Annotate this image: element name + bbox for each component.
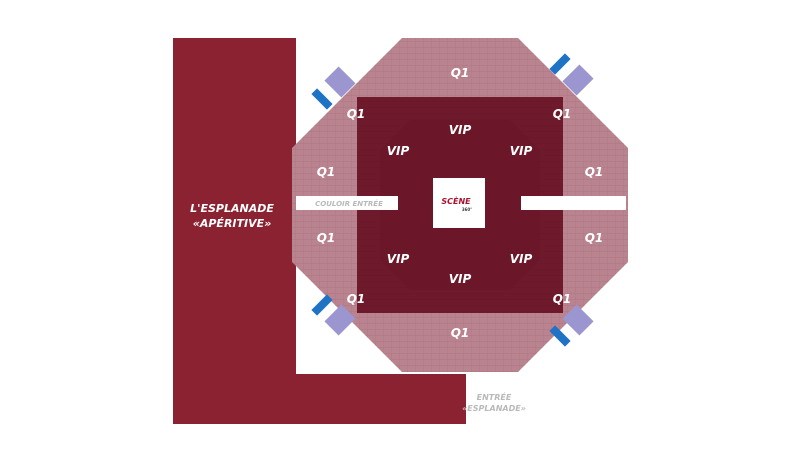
q1-label-top-right: Q1 (553, 107, 572, 121)
corridor-left (296, 196, 398, 210)
q1-label-bottom: Q1 (451, 326, 470, 340)
esplanade-label-line2: «APÉRITIVE» (193, 217, 272, 230)
vip-label-right-lower: VIP (510, 252, 533, 266)
vip-label-bottom: VIP (449, 272, 472, 286)
access-top-left[interactable] (311, 66, 356, 110)
q1-label-left-lower: Q1 (317, 231, 336, 245)
access-bottom-right[interactable] (549, 304, 594, 347)
entrance-label-line2: «ESPLANADE» (462, 404, 526, 413)
vip-label-top: VIP (449, 123, 472, 137)
vip-label-right-upper: VIP (510, 144, 533, 158)
stage[interactable] (433, 178, 485, 228)
esplanade-label-line1: L'ESPLANADE (190, 202, 274, 215)
corridor-label: COULOIR ENTRÉE (315, 199, 383, 208)
q1-label-right-upper: Q1 (585, 165, 604, 179)
vip-label-left-upper: VIP (387, 144, 410, 158)
corridor-right (521, 196, 626, 210)
vip-label-left-lower: VIP (387, 252, 410, 266)
q1-label-bottom-right: Q1 (553, 292, 572, 306)
q1-label-left-upper: Q1 (317, 165, 336, 179)
stage-title: SCÈNE (441, 196, 471, 206)
stage-subtitle: 360° (462, 207, 472, 212)
q1-label-top-left: Q1 (347, 107, 366, 121)
esplanade-area[interactable] (173, 38, 466, 424)
q1-label-top: Q1 (451, 66, 470, 80)
access-bottom-left[interactable] (311, 294, 356, 336)
access-top-right[interactable] (549, 53, 594, 96)
q1-label-bottom-left: Q1 (347, 292, 366, 306)
entrance-label-line1: ENTRÉE (477, 391, 512, 402)
q1-label-right-lower: Q1 (585, 231, 604, 245)
